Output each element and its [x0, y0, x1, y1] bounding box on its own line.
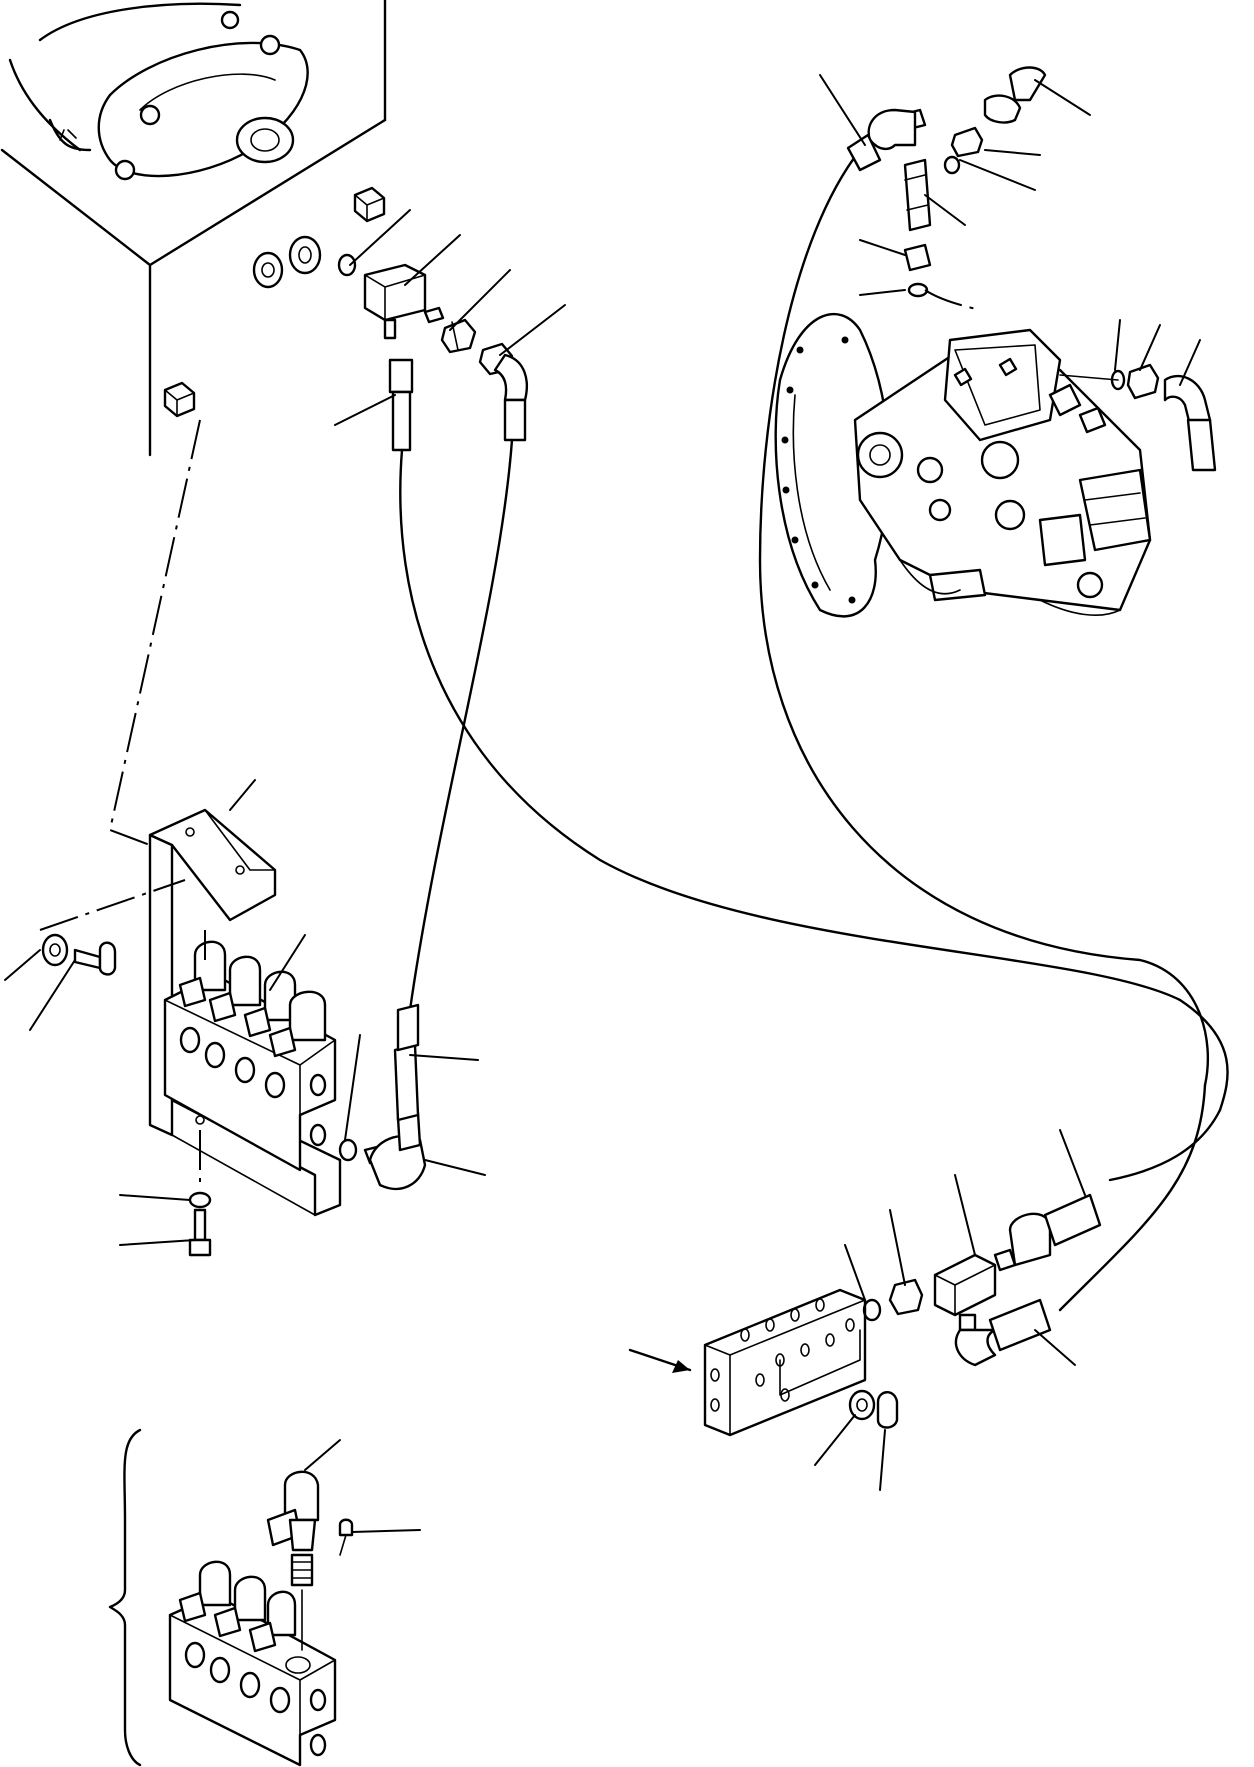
- tee-fitting-top: [365, 265, 443, 338]
- o-ring: [340, 1140, 356, 1160]
- washer: [43, 935, 67, 965]
- tank-port-parts: [254, 237, 355, 287]
- control-valve-block: [630, 1290, 865, 1435]
- washer: [190, 1193, 210, 1207]
- hose: [390, 150, 1228, 1310]
- hydraulic-tank: [2, 0, 385, 455]
- adapter: [442, 320, 475, 352]
- pump-port-parts: [905, 68, 1215, 471]
- plug: [850, 1391, 897, 1428]
- o-ring: [909, 284, 927, 296]
- leader-lines: [5, 75, 1200, 1532]
- bolt: [43, 935, 210, 1255]
- center-lines: [40, 420, 205, 1190]
- solenoid-valve-block-inset: [110, 1430, 352, 1765]
- o-ring: [339, 255, 355, 275]
- solenoid-valve-block: [165, 942, 335, 1170]
- hydraulic-pump: [776, 314, 1150, 616]
- o-ring: [864, 1300, 880, 1320]
- elbow-fitting-bottom: [340, 1005, 425, 1189]
- washer: [850, 1391, 874, 1419]
- o-ring: [945, 157, 959, 173]
- elbow-fitting-pump: [848, 110, 925, 170]
- tee-fitting-bottom: [864, 1195, 1100, 1365]
